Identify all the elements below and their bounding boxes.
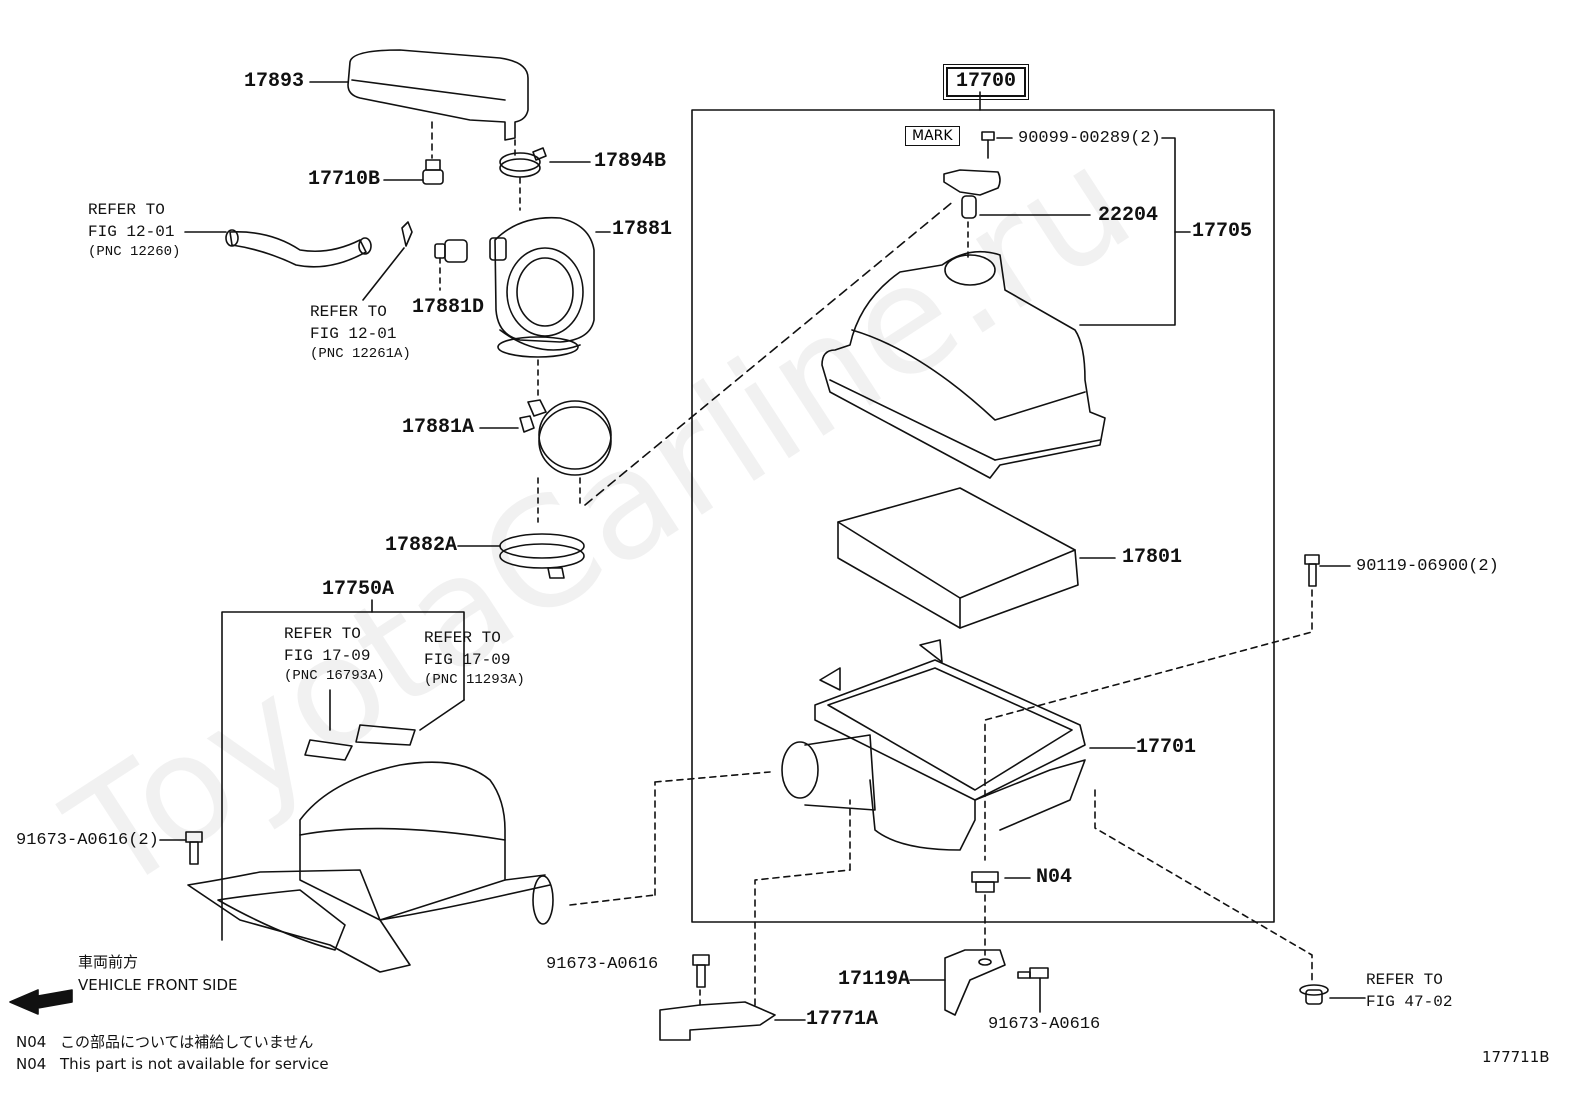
front-arrow <box>9 989 73 1015</box>
part-label-17881[interactable]: 17881 <box>612 218 673 241</box>
plug-47-02-drawing <box>1094 789 1366 1005</box>
refer-line-1: REFER TO <box>1366 971 1443 989</box>
refer-fig-17-09-pnc-16793a[interactable]: REFER TO FIG 17-09 (PNC 16793A) <box>284 624 385 686</box>
mark-label: MARK <box>905 126 960 146</box>
refer-fig-47-02[interactable]: REFER TO FIG 47-02 <box>1366 970 1452 1013</box>
direction-label-en: VEHICLE FRONT SIDE <box>78 976 238 994</box>
bracket-17119A-drawing <box>909 949 1006 1016</box>
refer-line-3: (PNC 12260) <box>88 244 181 261</box>
figure-id: 177711B <box>1482 1048 1550 1066</box>
part-label-22204[interactable]: 22204 <box>1098 204 1159 227</box>
filter-lid-17705-drawing <box>821 250 1106 479</box>
note-text-jp: この部品については補給していません <box>60 1033 314 1051</box>
part-label-91673-a0616-center[interactable]: 91673-A0616 <box>988 1015 1101 1034</box>
intake-hose-17881-drawing <box>489 216 611 396</box>
part-label-90099-00289[interactable]: 90099-00289(2) <box>1018 129 1161 148</box>
part-label-17881D[interactable]: 17881D <box>412 296 485 319</box>
air-filter-17801-drawing <box>837 487 1116 629</box>
note-text-en: This part is not available for service <box>60 1055 329 1073</box>
part-label-17705[interactable]: 17705 <box>1192 220 1253 243</box>
refer-line-2: FIG 17-09 <box>284 646 371 665</box>
part-label-17894B[interactable]: 17894B <box>594 150 667 173</box>
refer-line-1: REFER TO <box>284 625 361 643</box>
part-label-90119-06900[interactable]: 90119-06900(2) <box>1356 557 1499 576</box>
part-label-17801[interactable]: 17801 <box>1122 546 1183 569</box>
refer-line-1: REFER TO <box>424 629 501 647</box>
part-label-17700[interactable]: 17700 <box>942 64 1030 100</box>
part-label-17882A[interactable]: 17882A <box>385 534 458 557</box>
refer-line-3: (PNC 16793A) <box>284 668 385 685</box>
direction-label-jp: 車両前方 <box>78 953 139 971</box>
part-label-17750A[interactable]: 17750A <box>322 578 395 601</box>
refer-line-1: REFER TO <box>310 303 387 321</box>
part-label-91673-a0616-2[interactable]: 91673-A0616(2) <box>16 831 159 850</box>
inlet-duct-17750A-drawing <box>187 761 771 973</box>
refer-line-1: REFER TO <box>88 201 165 219</box>
grommet-17710B-drawing <box>383 159 444 185</box>
bracket-17771A-drawing <box>659 799 851 1041</box>
clamp-17882A-drawing <box>457 533 585 579</box>
part-label-17893[interactable]: 17893 <box>244 70 305 93</box>
ref-hose-drawing <box>184 221 413 301</box>
grommet-N04-drawing <box>971 871 1031 956</box>
refer-line-2: FIG 12-01 <box>88 222 175 241</box>
filter-case-17701-drawing <box>781 639 1136 851</box>
part-label-17881A[interactable]: 17881A <box>402 416 475 439</box>
refer-fig-17-09-pnc-11293a[interactable]: REFER TO FIG 17-09 (PNC 11293A) <box>424 628 525 690</box>
note-code-jp: N04 <box>16 1033 47 1051</box>
part-label-17701[interactable]: 17701 <box>1136 736 1197 759</box>
assembly-box <box>691 109 1275 923</box>
refer-line-2: FIG 12-01 <box>310 324 397 343</box>
refer-fig-12-01-pnc-12260[interactable]: REFER TO FIG 12-01 (PNC 12260) <box>88 200 180 262</box>
clamp-17894B-drawing <box>499 139 591 211</box>
refer-line-3: (PNC 11293A) <box>424 672 525 689</box>
sensor-22204-drawing <box>943 131 1191 326</box>
clamp-17881A-drawing <box>479 399 612 523</box>
bolt-left-drawing <box>159 831 203 865</box>
part-label-17119A[interactable]: 17119A <box>838 968 911 991</box>
refer-fig-12-01-pnc-12261a[interactable]: REFER TO FIG 12-01 (PNC 12261A) <box>310 302 411 364</box>
note-code-en: N04 <box>16 1055 47 1073</box>
refer-line-3: (PNC 12261A) <box>310 346 411 363</box>
refer-line-2: FIG 17-09 <box>424 650 511 669</box>
part-label-17710B[interactable]: 17710B <box>308 168 381 191</box>
pipe-17881D-drawing <box>434 239 468 291</box>
bolt-90119-drawing <box>984 554 1351 861</box>
refer-line-2: FIG 47-02 <box>1366 992 1453 1011</box>
part-label-91673-a0616-left[interactable]: 91673-A0616 <box>546 955 659 974</box>
part-label-N04[interactable]: N04 <box>1036 866 1073 889</box>
bolt-center-drawing <box>1017 967 1049 1013</box>
part-label-17771A[interactable]: 17771A <box>806 1008 879 1031</box>
resonator-cover-drawing <box>309 49 529 159</box>
